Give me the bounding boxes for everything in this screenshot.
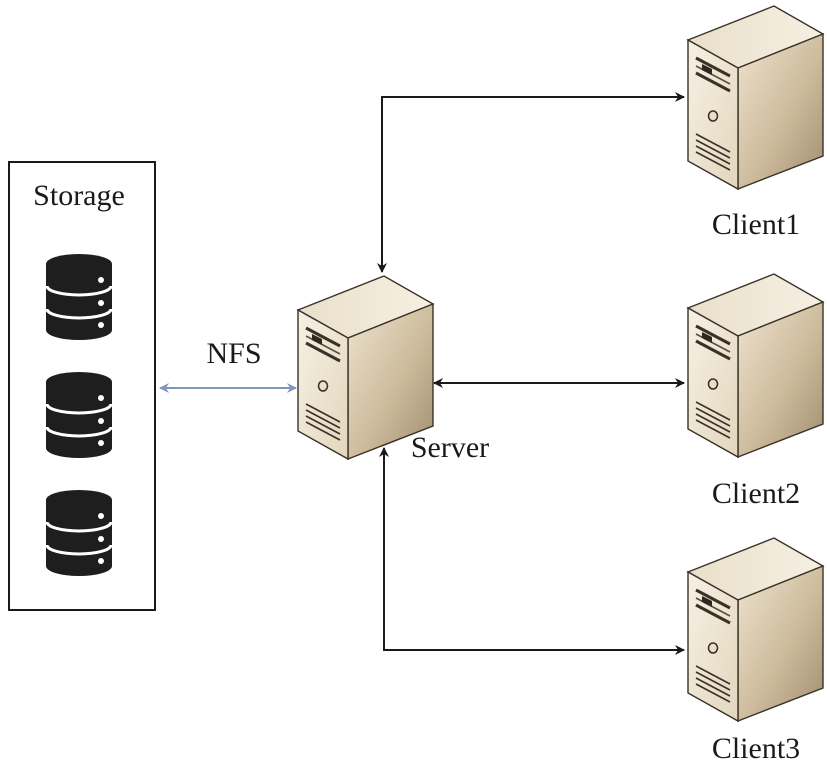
server-tower-icon	[686, 272, 825, 459]
client3-link-arrow	[379, 447, 685, 655]
nfs-label: NFS	[206, 337, 261, 370]
client1-label: Client1	[712, 208, 800, 241]
client2-label: Client2	[712, 477, 800, 510]
server-tower-icon	[686, 4, 825, 191]
client3-label: Client3	[712, 732, 800, 765]
server-label: Server	[411, 431, 489, 464]
database-icon	[44, 252, 114, 342]
database-icon	[44, 488, 114, 578]
client1-link-arrow	[377, 92, 685, 273]
storage-label: Storage	[33, 179, 125, 212]
database-icon	[44, 370, 114, 460]
server-tower-icon	[686, 536, 825, 723]
